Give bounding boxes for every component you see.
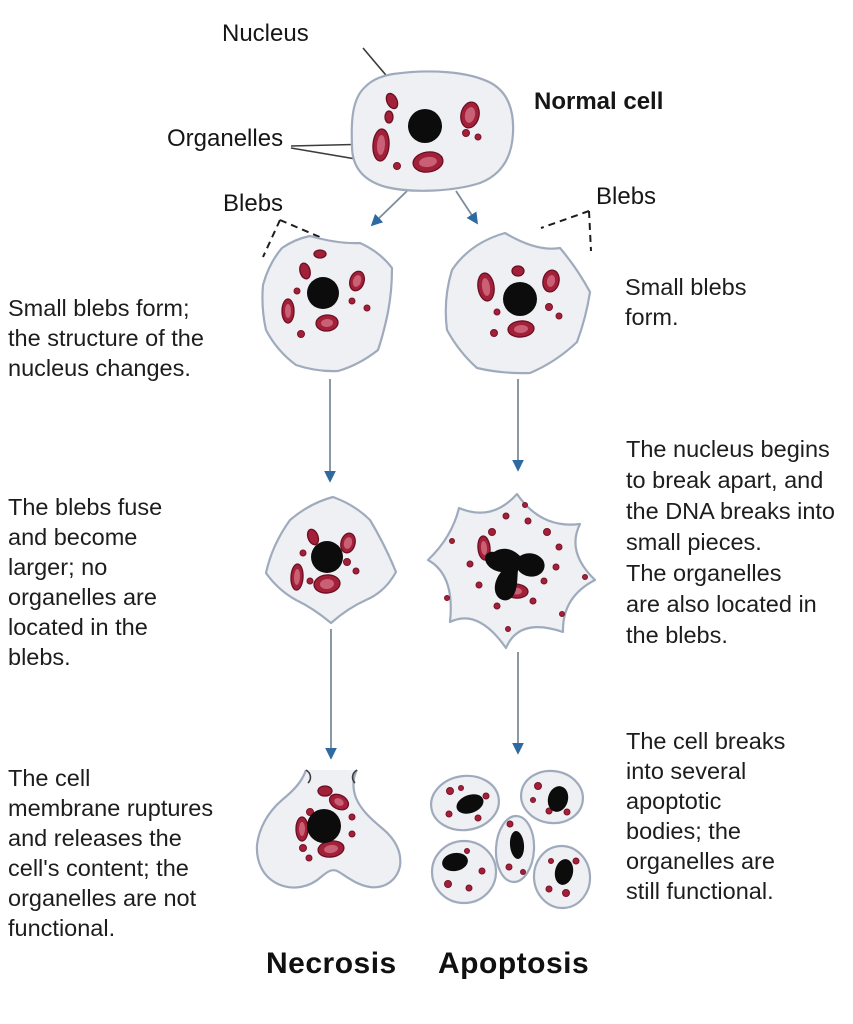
apoptosis-step2-fragmented-nucleus (485, 548, 545, 601)
organelles-label: Organelles (167, 125, 284, 152)
necrosis-step2-cell (264, 495, 398, 625)
nucleus-label: Nucleus (222, 20, 309, 47)
blebs-label-right: Blebs (596, 183, 657, 210)
blebs-left-connector (262, 219, 323, 258)
necrosis-step1-nucleus (307, 277, 339, 309)
necrosis-step1-organelles (281, 249, 371, 338)
apoptotic-body (430, 774, 500, 832)
rupture-lip-left (305, 769, 312, 784)
apoptosis-step1-organelles (477, 265, 563, 338)
necrosis-step3-organelles (295, 785, 356, 862)
rupture-lip-right (351, 769, 358, 784)
blebs-right-connector (540, 210, 592, 252)
necrosis-step1-caption: Small blebs form; the structure of the n… (8, 295, 204, 381)
apoptosis-step1-nucleus (503, 282, 537, 316)
necrosis-step2-nucleus (311, 541, 343, 573)
apoptosis-step1-cell (444, 231, 592, 375)
normal-cell-nucleus (408, 109, 442, 143)
apoptotic-body (532, 844, 592, 910)
necrosis-step3-nucleus (307, 809, 341, 843)
apoptosis-step2-cell (426, 492, 597, 650)
apoptosis-step1-caption: Small blebs form. (625, 274, 747, 330)
necrosis-step2-organelles (290, 528, 360, 594)
arrow-normal-to-apoptosis (455, 190, 478, 225)
necrosis-step3-caption: The cell membrane ruptures and releases … (8, 765, 214, 941)
apoptosis-step2-organelles (444, 502, 588, 632)
necrosis-title: Necrosis (266, 947, 397, 980)
apoptotic-body (519, 769, 585, 825)
apoptosis-title: Apoptosis (438, 947, 590, 980)
apoptotic-body (430, 839, 498, 905)
apoptosis-step3-caption: The cell breaks into several apoptotic b… (626, 728, 786, 904)
necrosis-step3-cell (255, 769, 402, 889)
necrosis-step2-caption: The blebs fuse and become larger; no org… (8, 494, 163, 670)
normal-cell-label: Normal cell (534, 88, 664, 115)
normal-cell-illustration (350, 70, 515, 192)
apoptosis-step2-caption: The nucleus begins to break apart, and t… (626, 436, 835, 648)
normal-cell-organelles (372, 92, 482, 173)
apoptotic-body (494, 814, 536, 884)
apoptotic-bodies (430, 769, 592, 910)
necrosis-step1-cell (261, 234, 394, 373)
blebs-label-left: Blebs (223, 190, 284, 217)
arrow-normal-to-necrosis (370, 190, 408, 227)
